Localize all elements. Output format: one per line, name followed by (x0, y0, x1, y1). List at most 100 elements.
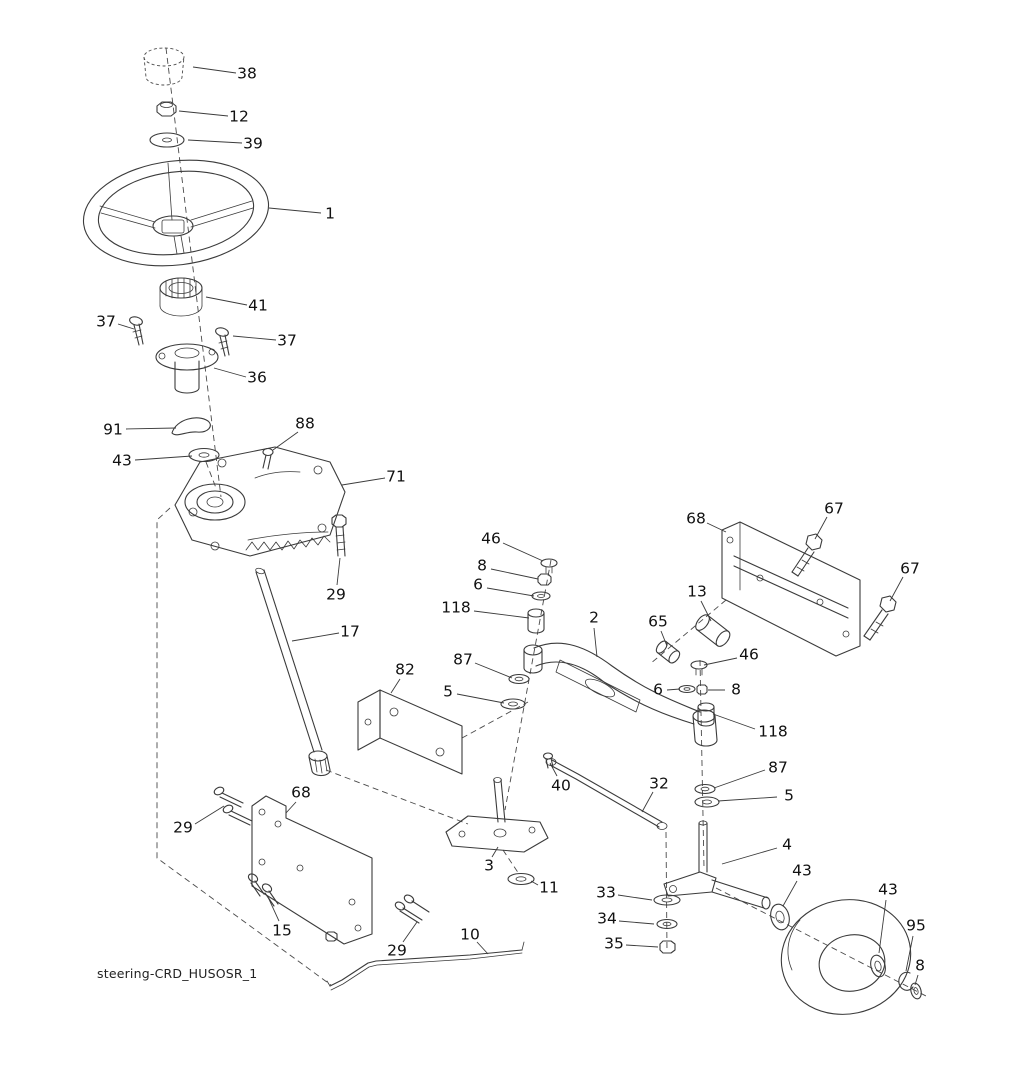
diagram-id-label: steering-CRD_HUSOSR_1 (97, 966, 258, 981)
callout-leader-67 (889, 576, 904, 602)
callout-label-32: 32 (649, 775, 669, 793)
callout-leader-38 (192, 66, 237, 74)
callout-label-68: 68 (291, 784, 311, 802)
washer-87-left (508, 673, 530, 685)
callout-leader-46 (703, 657, 738, 666)
screws-15 (247, 873, 338, 942)
bracket-82 (357, 689, 463, 775)
bolt-29-upper (331, 514, 347, 557)
bushing-118-right (697, 702, 715, 727)
callout-leader-82 (390, 678, 401, 694)
callout-label-40: 40 (551, 777, 571, 795)
callout-label-10: 10 (460, 926, 480, 944)
nut-8-right (696, 684, 708, 695)
cap-46-left (540, 558, 558, 574)
callout-leader-65 (660, 630, 668, 647)
washer-5-left (500, 698, 526, 710)
callout-label-35: 35 (604, 935, 624, 953)
drag-link-32 (545, 758, 668, 830)
tie-rod-10 (326, 941, 525, 991)
callout-label-29: 29 (387, 942, 407, 960)
callout-leader-91 (125, 427, 177, 430)
callout-label-65: 65 (648, 613, 668, 631)
bolt-67-lower (863, 595, 897, 641)
steering-wheel-cap-38 (143, 47, 185, 86)
washer-33 (653, 894, 681, 906)
callout-leader-33 (617, 894, 653, 901)
callout-leader-43 (134, 455, 193, 461)
spacer-65 (655, 640, 681, 664)
callout-label-37: 37 (96, 313, 116, 331)
callout-leader-67 (814, 516, 828, 540)
callout-leader-37 (117, 323, 135, 330)
callout-label-87: 87 (453, 651, 473, 669)
callout-label-68: 68 (686, 510, 706, 528)
callout-leader-46 (502, 542, 544, 562)
callout-leader-68 (285, 801, 297, 814)
callout-label-67: 67 (824, 500, 844, 518)
callout-leader-43 (878, 899, 887, 954)
callout-leader-6 (666, 688, 681, 691)
bracket-68-left (251, 795, 373, 945)
callout-leader-5 (717, 796, 778, 802)
callout-leader-43 (782, 880, 798, 907)
callout-leader-11 (530, 880, 539, 886)
callout-leader-68 (706, 522, 727, 533)
washer-39 (149, 132, 185, 148)
callout-label-36: 36 (247, 369, 267, 387)
callout-label-13: 13 (687, 583, 707, 601)
hex-nut-12 (156, 101, 177, 117)
callout-leader-1 (268, 207, 322, 214)
callout-label-12: 12 (229, 108, 249, 126)
callout-label-3: 3 (484, 857, 494, 875)
callout-leader-29 (336, 557, 341, 586)
callout-label-6: 6 (473, 576, 483, 594)
bushing-118-left (527, 608, 545, 634)
retainer-clip-91 (171, 417, 211, 436)
callout-leader-5 (456, 693, 505, 704)
callout-label-43: 43 (112, 452, 132, 470)
bracket-68-right (721, 521, 861, 657)
callout-leader-36 (213, 367, 247, 378)
callout-label-71: 71 (386, 468, 406, 486)
callout-leader-88 (272, 431, 299, 451)
callout-label-46: 46 (481, 530, 501, 548)
splined-boss-41 (159, 277, 203, 317)
screws-29-left (213, 786, 253, 826)
washer-87-right (694, 783, 716, 795)
callout-label-4: 4 (782, 836, 792, 854)
wheel-hub (780, 899, 912, 1015)
callout-leader-17 (291, 632, 340, 642)
bolt-67-upper (791, 533, 823, 577)
callout-leader-8 (914, 974, 919, 986)
callout-label-5: 5 (443, 683, 453, 701)
callout-label-8: 8 (731, 681, 741, 699)
callout-label-67: 67 (900, 560, 920, 578)
callout-leader-87 (474, 662, 513, 679)
washer-43-outer (870, 954, 886, 978)
callout-leader-39 (187, 139, 243, 144)
callout-leader-13 (700, 600, 712, 622)
callout-leader-6 (486, 587, 535, 597)
retainer-clip-95 (898, 971, 914, 991)
callout-label-37: 37 (277, 332, 297, 350)
axle-main-member-2 (523, 642, 718, 747)
callout-label-29: 29 (173, 819, 193, 837)
steering-shaft-17 (255, 567, 331, 777)
callout-leader-71 (341, 477, 386, 486)
callout-label-39: 39 (243, 135, 263, 153)
callout-leader-2 (593, 627, 598, 658)
callout-leader-34 (618, 920, 655, 925)
callout-label-82: 82 (395, 661, 415, 679)
screw-88 (262, 447, 274, 470)
spacer-13 (695, 614, 731, 647)
axle-bracket-3 (445, 777, 549, 853)
callout-leader-95 (905, 935, 914, 972)
callout-leader-29 (194, 805, 225, 825)
callout-label-38: 38 (237, 65, 257, 83)
callout-label-8: 8 (477, 557, 487, 575)
callout-leader-12 (178, 110, 229, 117)
callout-leader-3 (491, 846, 499, 858)
